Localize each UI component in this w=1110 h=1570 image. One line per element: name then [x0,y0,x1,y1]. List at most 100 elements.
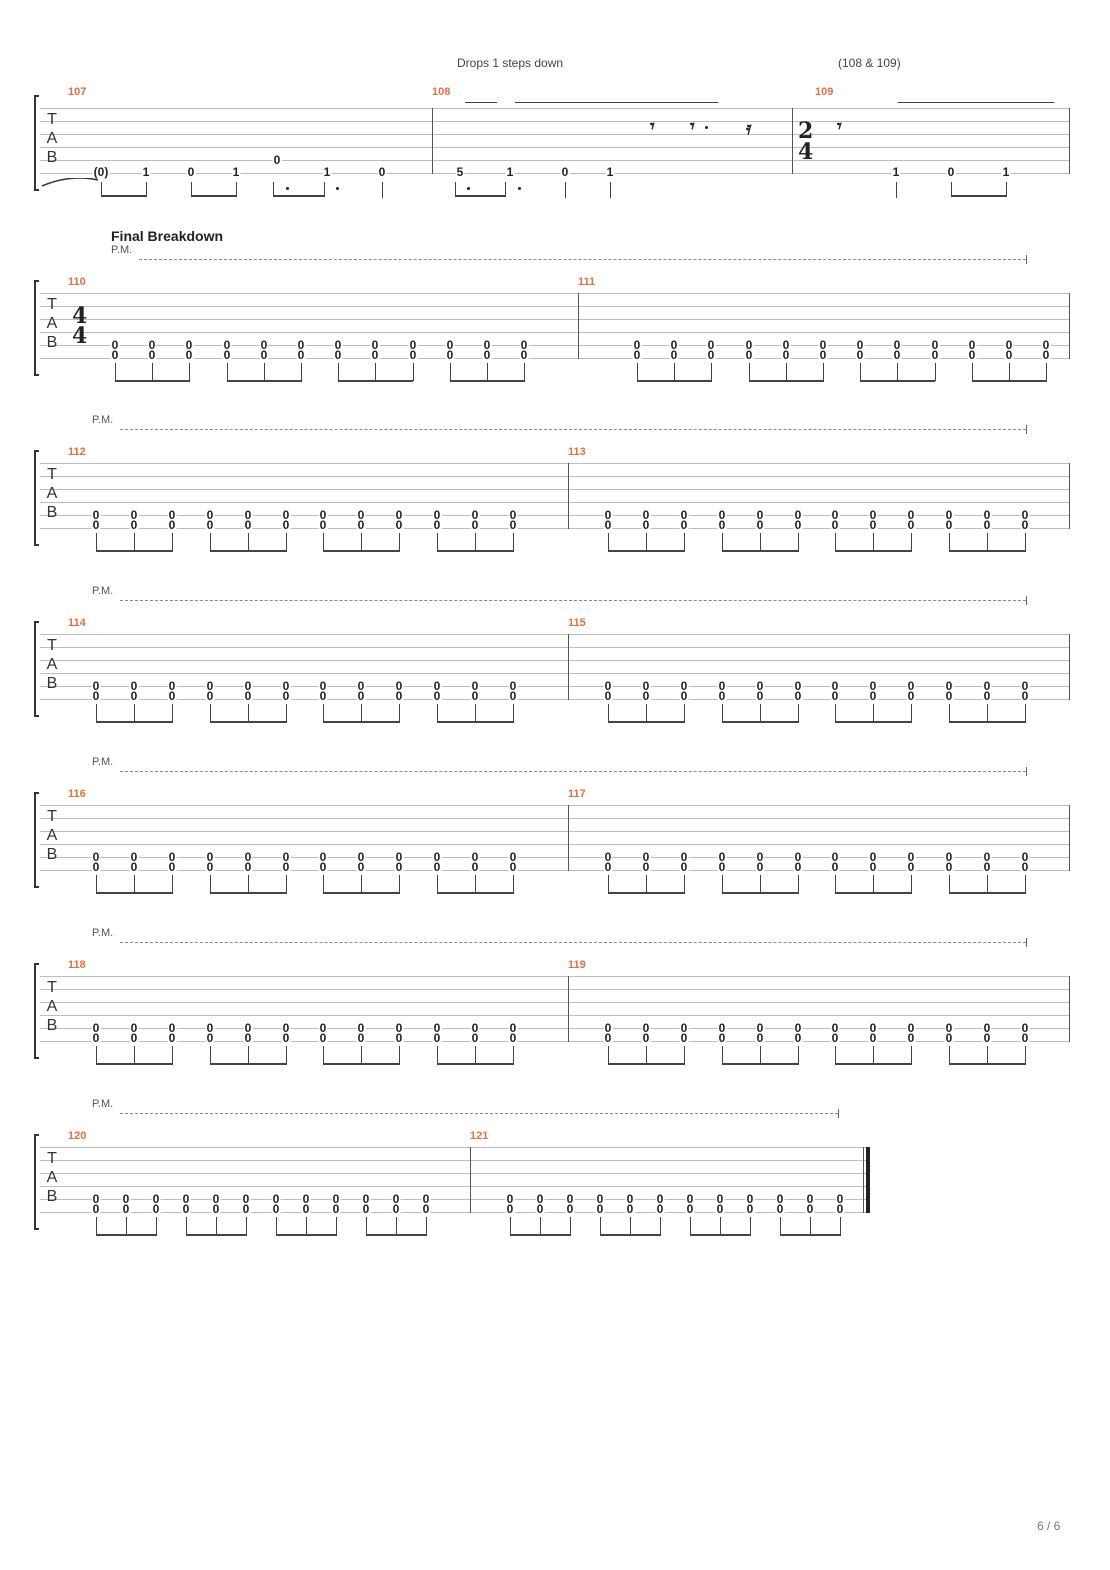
note-stem [798,1046,799,1064]
fret-number: 0 [281,1031,291,1045]
note-stem [722,704,723,722]
note-stem [524,363,525,381]
fret-number: 0 [432,860,442,874]
palm-mute-extent [120,1113,838,1114]
staff-line [40,673,1070,674]
fret-number: 0 [906,518,916,532]
fret-number: 0 [91,1202,101,1216]
note-beam [437,550,514,552]
fret-number: 0 [391,1202,401,1216]
fret-number: 0 [679,860,689,874]
fret-number: 0 [906,850,916,864]
fret-number: 0 [129,1021,139,1035]
fret-number: 0 [944,850,954,864]
fret-number: 0 [167,1031,177,1045]
fret-number: 0 [944,518,954,532]
note-stem [646,875,647,893]
fret-number: 0 [318,689,328,703]
fret-number: 0 [508,518,518,532]
fret-number: 0 [603,1021,613,1035]
note-beam [722,892,799,894]
time-signature-bottom: 4 [798,139,814,165]
note-beam [835,1063,912,1065]
note-beam [276,1234,337,1236]
measure-number: 112 [68,446,86,458]
fret-number: 0 [318,850,328,864]
fret-number: 0 [470,689,480,703]
staff-line [40,319,1070,320]
note-stem [897,363,898,381]
note-stem [722,533,723,551]
note-stem [437,875,438,893]
fret-number: 0 [243,1021,253,1035]
fret-number: 0 [356,679,366,693]
note-stem [134,875,135,893]
fret-number: 0 [835,1202,845,1216]
fret-number: 0 [394,679,404,693]
fret-number: 0 [394,1021,404,1035]
fret-number: 0 [394,850,404,864]
note-beam [949,1063,1026,1065]
note-beam [722,550,799,552]
fret-number: 0 [755,679,765,693]
palm-mute-end [1026,255,1027,264]
note-stem [248,875,249,893]
note-beam [835,892,912,894]
fret-number: 0 [793,850,803,864]
staff-line [40,818,1070,819]
fret-number: 0 [470,850,480,864]
fret-number: 0 [432,508,442,522]
note-beam [115,380,190,382]
staff-line [40,306,1070,307]
fret-number: 0 [181,1202,191,1216]
note-beam [186,1234,247,1236]
note-stem [810,1217,811,1235]
note-stem [646,533,647,551]
note-beam [323,721,400,723]
fret-number: 0 [535,1192,545,1206]
note-stem [684,1046,685,1064]
staff-line [40,805,1070,806]
fret-number: 0 [745,1192,755,1206]
fret-number: 0 [243,689,253,703]
fret-number: 0 [167,1021,177,1035]
staff-line [40,686,1070,687]
fret-number: 0 [830,518,840,532]
note-stem [835,704,836,722]
note-stem [513,1046,514,1064]
fret-number: 0 [470,1031,480,1045]
fret-number: 0 [625,1192,635,1206]
fret-number: 0 [632,338,642,352]
staff-line [40,332,1070,333]
fret-number: 1 [141,165,151,179]
final-barline-thin [863,1147,864,1213]
fret-number: 0 [982,679,992,693]
note-beam [210,1063,287,1065]
fret-number: 0 [110,348,120,362]
fret-number: 0 [603,860,613,874]
palm-mute-extent [120,429,1026,430]
note-beam [637,380,712,382]
note-beam [949,892,1026,894]
fret-number: 0 [669,338,679,352]
fret-number: 0 [281,508,291,522]
staff-line [40,647,1070,648]
note-stem [216,1217,217,1235]
note-stem [873,704,874,722]
fret-number: 0 [715,1192,725,1206]
note-stem [96,704,97,722]
system-bracket [34,450,39,546]
fret-number: 0 [421,1192,431,1206]
fret-number: 0 [91,850,101,864]
staff-line [40,870,1070,871]
fret-number: 0 [205,518,215,532]
time-signature-top: 4 [72,303,88,329]
fret-number: 0 [377,165,387,179]
note-beam [722,721,799,723]
fret-number: 0 [129,1031,139,1045]
note-stem [475,704,476,722]
fret-number: 0 [818,348,828,362]
fret-number: 0 [892,348,902,362]
fret-number: 0 [167,689,177,703]
fret-number: 0 [1020,689,1030,703]
